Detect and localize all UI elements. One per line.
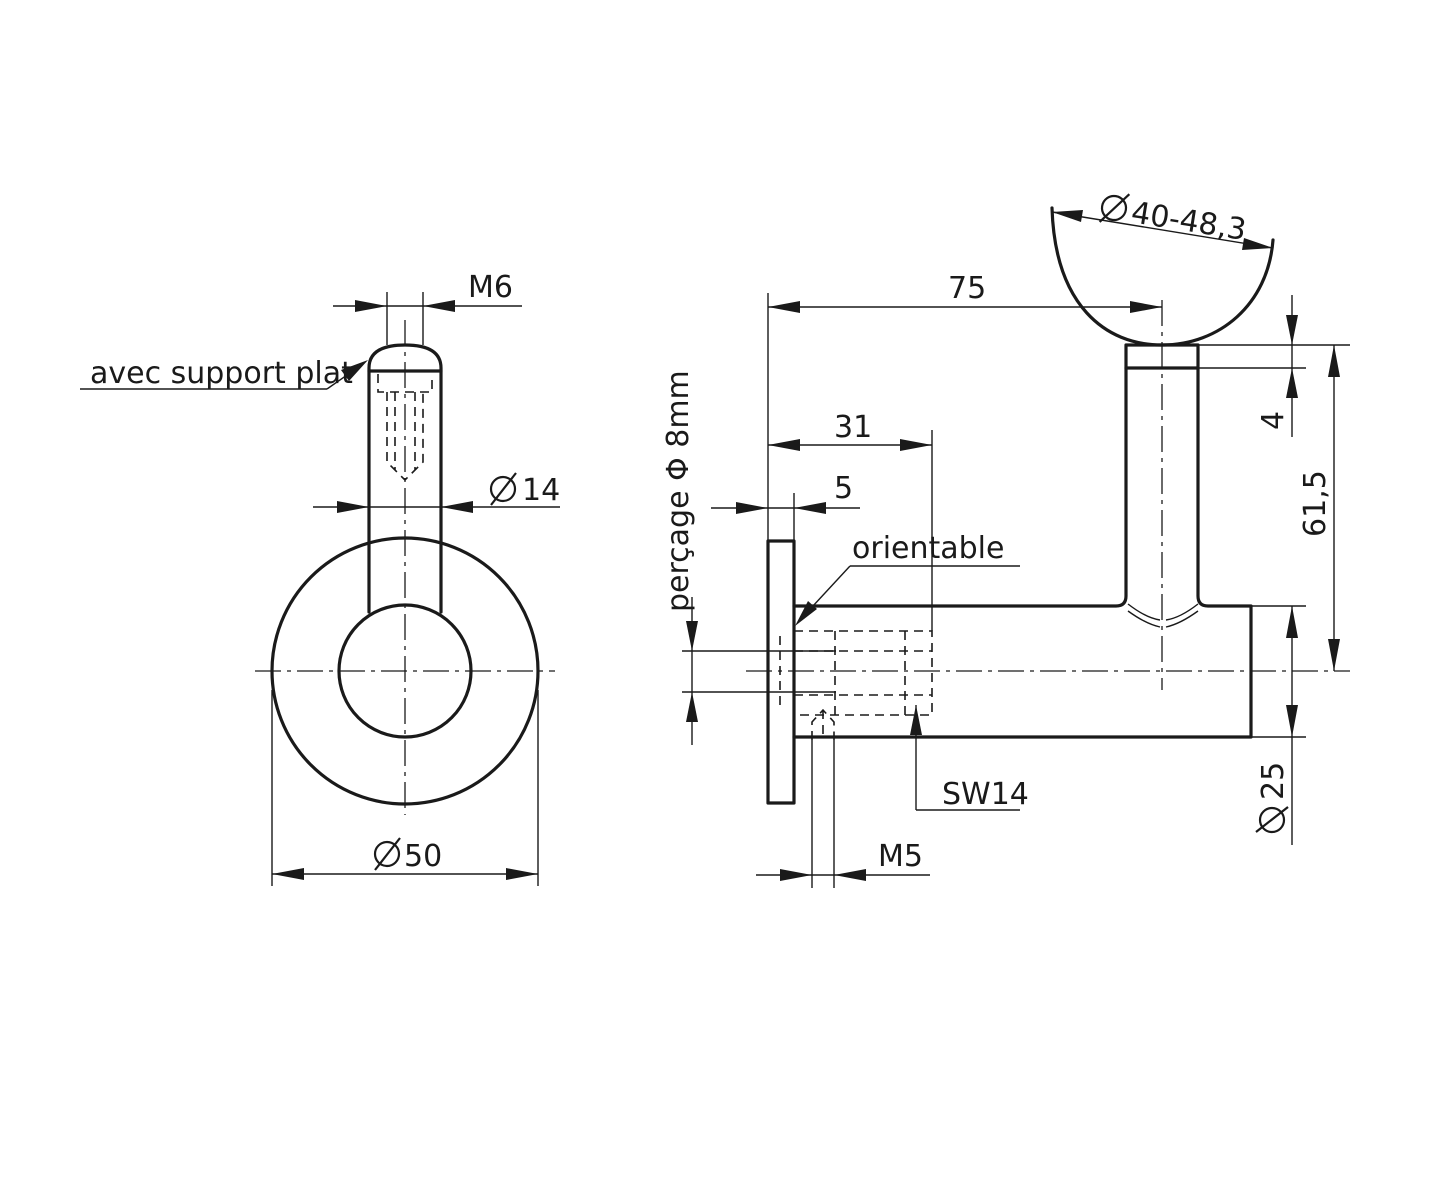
d14-arrow-right xyxy=(441,501,473,513)
orientable-arrow xyxy=(795,601,817,626)
percage-arrow-top xyxy=(686,621,698,651)
d40-label: 40-48,3 xyxy=(1129,195,1249,248)
l5-arrow-right xyxy=(794,502,826,514)
d40-dim-line xyxy=(1051,211,1274,249)
m5-arrow-left xyxy=(780,869,812,881)
horizontal-arm xyxy=(792,366,1253,739)
sw14-arrow xyxy=(910,705,922,735)
m6-arrow-left xyxy=(355,300,387,312)
d14-arrow-left xyxy=(337,501,369,513)
wall-plate xyxy=(766,539,796,805)
percage-label: perçage Φ 8mm xyxy=(661,370,696,612)
diameter-symbol xyxy=(373,837,401,871)
diameter-symbol xyxy=(1255,806,1289,834)
m6-arrow-right xyxy=(423,300,455,312)
d50-label: 50 xyxy=(404,839,442,874)
diameter-symbol xyxy=(1098,193,1131,223)
l75-label: 75 xyxy=(948,271,986,306)
d25-label: 25 xyxy=(1256,762,1291,800)
hidden-screw xyxy=(811,708,835,740)
d25-arrow-bottom xyxy=(1286,705,1298,737)
support-arrow xyxy=(341,360,368,381)
h615-label: 61,5 xyxy=(1298,470,1333,537)
m6-label: M6 xyxy=(468,270,513,305)
h4-arrow-top xyxy=(1286,315,1298,345)
h4-label: 4 xyxy=(1256,411,1291,430)
break-mark xyxy=(1127,603,1199,628)
l75-arrow-left xyxy=(768,301,800,313)
d14-label: 14 xyxy=(522,473,560,508)
h615-arrow-bottom xyxy=(1328,639,1340,671)
l75-arrow-right xyxy=(1130,301,1162,313)
side-view: 40-48,3 75 31 5 perçage Φ 8mm orientable xyxy=(661,193,1350,888)
d25-arrow-top xyxy=(1286,606,1298,638)
h4-arrow-bottom xyxy=(1286,368,1298,398)
d50-arrow-right xyxy=(506,868,538,880)
l31-arrow-right xyxy=(900,439,932,451)
m5-arrow-right xyxy=(834,869,866,881)
h615-arrow-top xyxy=(1328,345,1340,377)
sw14-label: SW14 xyxy=(942,777,1029,812)
d50-arrow-left xyxy=(272,868,304,880)
l5-arrow-left xyxy=(736,502,768,514)
l5-label: 5 xyxy=(834,471,853,506)
front-view: M6 avec support plat 14 50 xyxy=(80,270,560,886)
d40-arrow-left xyxy=(1052,210,1083,222)
d40-arrow-right xyxy=(1242,238,1273,250)
l31-arrow-left xyxy=(768,439,800,451)
l31-label: 31 xyxy=(834,410,872,445)
percage-arrow-bottom xyxy=(686,692,698,722)
orientable-label: orientable xyxy=(852,531,1004,566)
support-label: avec support plat xyxy=(90,356,353,391)
hidden-internal-bore xyxy=(779,630,933,716)
diameter-symbol xyxy=(489,472,517,506)
m5-label: M5 xyxy=(878,839,923,874)
